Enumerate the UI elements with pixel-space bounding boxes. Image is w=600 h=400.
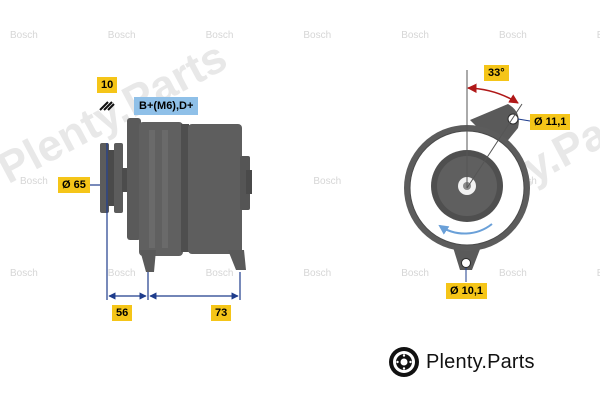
housing-rib bbox=[162, 130, 168, 248]
upper-hole-leader bbox=[517, 118, 531, 122]
pulley-outer-right bbox=[114, 143, 123, 213]
mounting-foot-front bbox=[140, 250, 156, 272]
hatch-icon bbox=[99, 101, 115, 111]
upper-mounting-ear bbox=[470, 104, 519, 150]
side-view bbox=[99, 101, 252, 272]
terminals-label: B+(M6),D+ bbox=[134, 97, 199, 115]
watermark-text: Bosch bbox=[597, 268, 600, 279]
watermark-text: Bosch bbox=[10, 268, 38, 279]
front-housing bbox=[139, 122, 183, 256]
watermark-text: Bosch bbox=[107, 30, 136, 41]
pulley-diameter-label: Ø 65 bbox=[58, 177, 90, 193]
pulley-groove bbox=[108, 150, 115, 206]
watermark-row: Bosch Bosch Bosch Bosch Bosch Bosch Bosch bbox=[0, 268, 600, 279]
brand-name-main: Plenty bbox=[426, 350, 482, 373]
watermark-text: Bosch bbox=[313, 176, 342, 187]
brand-name: Plenty.Parts bbox=[426, 351, 535, 374]
housing-rib bbox=[149, 130, 155, 248]
rotation-arrow-icon bbox=[438, 223, 493, 235]
angle-reference bbox=[466, 103, 523, 189]
watermark-text: Bosch bbox=[303, 268, 332, 279]
watermark-text: Bosch bbox=[498, 30, 527, 41]
lower-hole-label: Ø 10,1 bbox=[446, 283, 488, 299]
rear-housing bbox=[188, 124, 242, 254]
dimension-lines bbox=[85, 143, 241, 300]
watermark-text: Bosch bbox=[401, 268, 429, 279]
rear-terminal bbox=[246, 170, 252, 194]
watermark-text: Bosch bbox=[597, 30, 600, 41]
width-73-label: 73 bbox=[211, 305, 232, 321]
watermark-text: Bosch bbox=[303, 30, 332, 41]
lower-hole bbox=[461, 258, 471, 268]
brand-logo: Plenty.Parts bbox=[388, 344, 535, 380]
watermark-text: Bosch bbox=[107, 268, 136, 279]
rear-cover bbox=[240, 156, 250, 210]
watermark-text: Bosch bbox=[20, 176, 48, 187]
angle-indicator bbox=[465, 70, 531, 282]
brake-disc-icon bbox=[389, 347, 419, 377]
mounting-foot-rear bbox=[228, 250, 246, 270]
angle-label: 33° bbox=[484, 65, 509, 81]
callout-10-label: 10 bbox=[97, 77, 118, 93]
watermark-row: Bosch Bosch Bosch Bosch Bosch Bosch Bosch bbox=[0, 30, 600, 41]
upper-hole-label: Ø 11,1 bbox=[530, 114, 571, 130]
watermark-text: Bosch bbox=[205, 30, 234, 41]
stator-ring bbox=[181, 124, 189, 252]
width-56-label: 56 bbox=[112, 305, 133, 321]
brand-name-suffix: .Parts bbox=[481, 350, 535, 373]
watermark-text: Bosch bbox=[205, 268, 234, 279]
fan bbox=[127, 118, 141, 240]
shaft bbox=[122, 168, 128, 192]
watermark-text: Bosch bbox=[498, 268, 527, 279]
pulley-outer-left bbox=[100, 143, 109, 213]
watermark-text: Bosch bbox=[10, 30, 38, 41]
angle-arc bbox=[467, 83, 519, 104]
watermark-text: Bosch bbox=[401, 30, 429, 41]
